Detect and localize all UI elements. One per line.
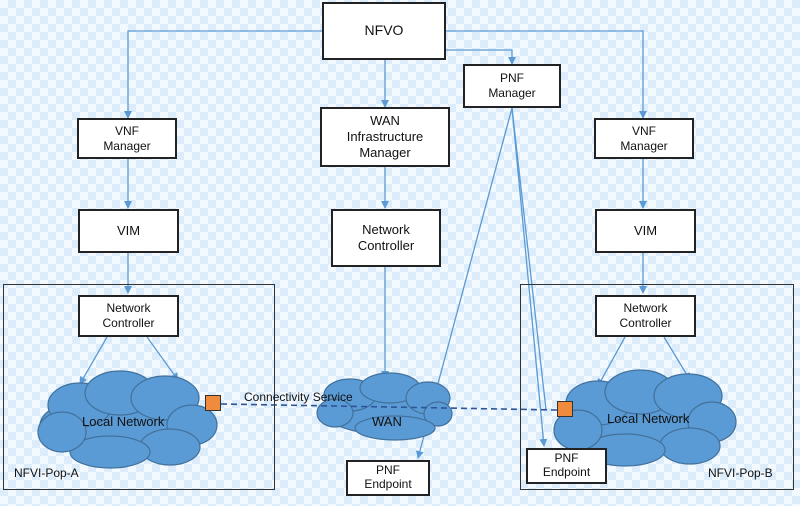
- cloud-local-network-right: [553, 369, 737, 467]
- wan-manager-line-2: Infrastructure: [346, 128, 424, 144]
- pnf-manager-line-2: Manager: [488, 86, 536, 100]
- pnf-endpoint-right-line-1: PNF: [554, 451, 579, 466]
- pnf-endpoint-mid-line-1: PNF: [376, 463, 400, 478]
- wan-manager-line-1: WAN: [370, 112, 400, 128]
- nfvi-pop-a-region: [3, 284, 275, 490]
- pnf-endpoint-right-box[interactable]: PNF Endpoint: [526, 448, 607, 484]
- wan-cloud-label: WAN: [372, 414, 402, 429]
- pnf-endpoint-mid-line-2: Endpoint: [364, 477, 412, 491]
- vnf-manager-left-box[interactable]: VNF Manager: [77, 118, 177, 159]
- pnf-endpoint-right-line-2: Endpoint: [542, 465, 591, 479]
- nfvi-pop-b-label: NFVI-Pop-B: [708, 466, 773, 480]
- arrow-controller-left-to-lan-a: [79, 336, 108, 385]
- wan-manager-line-3: Manager: [359, 145, 411, 161]
- network-controller-left-line-1: Network: [106, 301, 151, 315]
- vim-right-label: VIM: [633, 222, 658, 238]
- nfvo-label: NFVO: [364, 22, 404, 39]
- arrow-pnf-manager-to-endpoint-right: [511, 107, 548, 447]
- network-controller-right-line-1: Network: [623, 301, 668, 315]
- nfvi-pop-a-label: NFVI-Pop-A: [14, 466, 79, 480]
- nfvo-box[interactable]: NFVO: [322, 2, 446, 60]
- connectivity-service-label: Connectivity Service: [244, 390, 353, 404]
- port-left[interactable]: [205, 395, 221, 411]
- arrow-controller-left-to-lan-b: [146, 336, 179, 381]
- network-controller-right-box[interactable]: Network Controller: [595, 295, 696, 337]
- network-controller-mid-line-1: Network: [362, 221, 410, 237]
- connectivity-service-link: [220, 403, 558, 411]
- vim-right-box[interactable]: VIM: [595, 209, 696, 253]
- port-right[interactable]: [557, 401, 573, 417]
- cloud-wan: [316, 372, 453, 441]
- network-controller-left-box[interactable]: Network Controller: [78, 295, 179, 337]
- vnf-manager-right-line-1: VNF: [632, 123, 656, 138]
- arrow-controller-right-to-lan-b: [663, 336, 691, 381]
- pnf-endpoint-mid-box[interactable]: PNF Endpoint: [346, 460, 430, 496]
- arrow-nfvo-to-pnf-manager: [445, 49, 516, 65]
- network-controller-left-line-2: Controller: [102, 316, 155, 330]
- pnf-manager-line-1: PNF: [500, 71, 524, 85]
- vnf-manager-left-line-2: Manager: [103, 138, 151, 153]
- vnf-manager-right-box[interactable]: VNF Manager: [594, 118, 694, 159]
- pnf-manager-box[interactable]: PNF Manager: [463, 64, 561, 108]
- vnf-manager-left-line-1: VNF: [115, 123, 139, 138]
- arrow-nfvo-to-vnf-manager-left: [124, 30, 322, 119]
- vnf-manager-right-line-2: Manager: [620, 138, 668, 153]
- vim-left-box[interactable]: VIM: [78, 209, 179, 253]
- nfvi-pop-b-region: [520, 284, 794, 490]
- local-network-left-label: Local Network: [82, 414, 165, 429]
- arrow-nfvo-to-vnf-manager-right: [445, 30, 647, 119]
- network-controller-right-line-2: Controller: [619, 316, 672, 330]
- cloud-local-network-left: [37, 370, 218, 469]
- arrow-controller-right-to-lan-a: [597, 336, 626, 387]
- network-controller-mid-line-2: Controller: [357, 238, 415, 253]
- network-controller-mid-box[interactable]: Network Controller: [331, 209, 441, 267]
- wan-infrastructure-manager-box[interactable]: WAN Infrastructure Manager: [320, 107, 450, 167]
- link-pnf-manager-to-port-right: [511, 107, 547, 411]
- local-network-right-label: Local Network: [607, 411, 690, 426]
- vim-left-label: VIM: [116, 222, 141, 238]
